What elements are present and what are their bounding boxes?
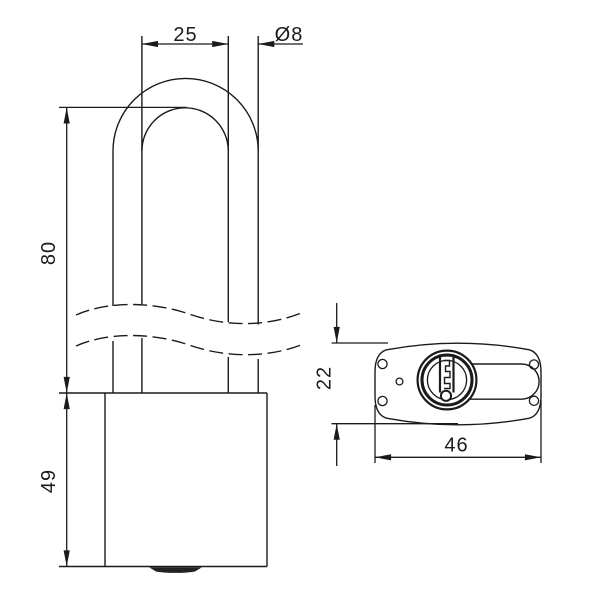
screw-hole	[528, 395, 540, 407]
screw-hole	[377, 395, 388, 407]
dim-shackle-length: 80	[38, 106, 187, 393]
break-line-upper	[75, 303, 302, 325]
arrowhead	[63, 107, 70, 124]
arrowhead	[333, 326, 340, 343]
end-view-outline	[374, 342, 542, 426]
arrowhead	[375, 454, 392, 461]
dim-label-body-depth: 22	[314, 366, 336, 390]
arrowhead	[141, 40, 158, 48]
key-profile	[438, 354, 455, 402]
dim-body-height: 49	[38, 393, 70, 567]
key-profile-outline	[438, 354, 455, 393]
dim-body-width: 46	[374, 400, 542, 463]
key-profile-wards	[443, 359, 451, 390]
cylinder-outer-ring	[416, 349, 478, 411]
dim-label-shackle-inner-width: 25	[173, 24, 197, 46]
shackle-outline	[112, 36, 259, 393]
dim-shackle-inner-width: 25	[141, 24, 229, 48]
drain-hole	[395, 377, 404, 386]
screw-hole	[377, 358, 388, 370]
end-view: 22 46	[314, 303, 542, 466]
dim-body-depth: 22	[314, 303, 458, 466]
body-outline	[59, 392, 268, 573]
screw-hole	[528, 359, 540, 370]
screw-holes	[377, 358, 540, 407]
arrowhead	[63, 393, 70, 410]
arrowhead	[333, 423, 340, 440]
shackle-inner-arc	[141, 107, 229, 152]
dim-label-body-height: 49	[38, 469, 60, 493]
shackle-break-lines	[75, 303, 302, 356]
front-view: 25 Ø8 80 49	[38, 24, 303, 573]
arrowhead	[63, 376, 70, 393]
dim-shackle-diameter: Ø8	[258, 24, 304, 48]
arrowhead	[63, 550, 70, 567]
key-profile-bow-circle	[439, 389, 453, 402]
arrowhead	[212, 40, 229, 48]
dim-label-shackle-diameter: Ø8	[275, 24, 304, 46]
shackle-outer-arc	[112, 77, 259, 152]
dim-label-shackle-length: 80	[38, 241, 60, 265]
dim-label-body-width: 46	[444, 435, 468, 457]
break-line-lower	[75, 334, 302, 356]
keyway-slot	[460, 363, 540, 400]
arrowhead	[258, 40, 275, 48]
cover-plate-outline	[374, 342, 542, 426]
arrowhead	[524, 454, 541, 461]
bottom-keyway-cover	[149, 567, 202, 573]
